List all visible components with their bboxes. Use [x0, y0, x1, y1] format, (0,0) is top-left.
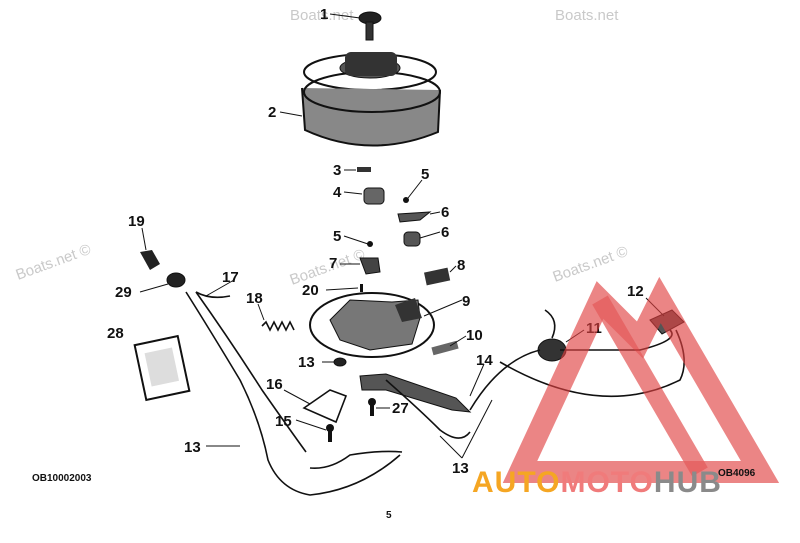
part-spring [261, 320, 295, 332]
part-screw [358, 11, 382, 41]
callout-label: 12 [627, 283, 644, 300]
part-lever [359, 373, 472, 413]
part-bulb [140, 250, 160, 270]
part-bracket [302, 389, 348, 424]
leader-lines [139, 13, 665, 459]
callout-label: 13 [298, 354, 315, 371]
callout-label: 17 [222, 269, 239, 286]
automotohub-logo [502, 276, 780, 483]
callout-label: 5 [421, 166, 429, 183]
callout-label: 20 [302, 282, 319, 299]
part-flywheel [301, 52, 441, 147]
callout-label: 13 [184, 439, 201, 456]
part-screw-15 [326, 424, 334, 442]
callout-label: 3 [333, 162, 341, 179]
watermark-text: Boats.net © [288, 246, 368, 289]
callout-label: 16 [266, 376, 283, 393]
part-cam-follower [359, 257, 381, 275]
callout-label: 19 [128, 213, 145, 230]
callout-label: 27 [392, 400, 409, 417]
figure-code: OB10002003 [32, 473, 92, 484]
part-grommet [166, 272, 186, 288]
callout-label: 2 [268, 104, 276, 121]
callout-label: 29 [115, 284, 132, 301]
logo-text: AUTOMOTOHUB [472, 466, 722, 499]
part-screw-27 [368, 398, 376, 416]
callout-label: 18 [246, 290, 263, 307]
part-small-screw [367, 197, 409, 247]
watermark-text: Boats.net © [14, 241, 94, 284]
page-number: 5 [386, 510, 392, 521]
callout-label: 28 [107, 325, 124, 342]
watermark-text: Boats.net © [551, 243, 631, 286]
part-pad [424, 267, 451, 286]
part-condenser [403, 231, 421, 247]
watermark-text: Boats.net [555, 7, 619, 24]
watermark-text: Boats.net [290, 7, 354, 24]
callout-label: 14 [476, 352, 493, 369]
part-contact-set [397, 211, 432, 223]
callout-label: 5 [333, 228, 341, 245]
callout-label: 4 [333, 184, 342, 201]
figure-code: OB4096 [718, 468, 756, 479]
callout-label: 9 [462, 293, 470, 310]
part-bushing [363, 187, 385, 205]
callout-label: 10 [466, 327, 483, 344]
part-clip [333, 357, 347, 367]
callout-label: 15 [275, 413, 292, 430]
part-key [357, 167, 371, 172]
callout-label: 13 [452, 460, 469, 477]
part-pin [360, 284, 363, 292]
part-decal [133, 334, 191, 402]
callout-label: 1 [320, 6, 328, 23]
callout-label: 7 [329, 255, 337, 272]
part-armature-plate [309, 292, 435, 358]
callout-label: 6 [441, 224, 449, 241]
callout-label: 6 [441, 204, 449, 221]
callout-label: 8 [457, 257, 465, 274]
